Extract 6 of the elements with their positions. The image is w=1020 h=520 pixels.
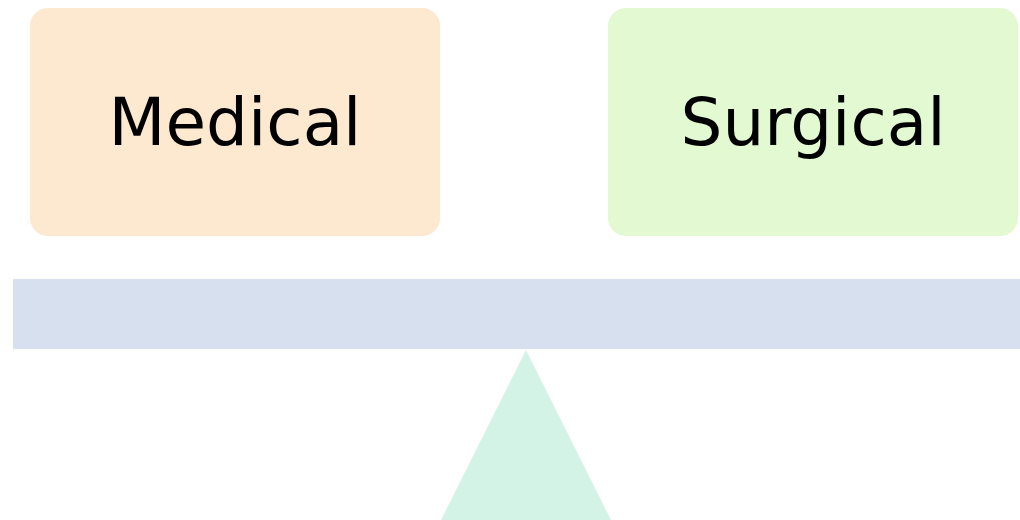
balance-beam <box>13 279 1020 349</box>
category-box <box>30 8 440 236</box>
category-label: Surgical <box>680 83 946 161</box>
category-label: Medical <box>108 83 362 161</box>
category-box <box>608 8 1018 236</box>
fulcrum-triangle <box>441 350 611 520</box>
